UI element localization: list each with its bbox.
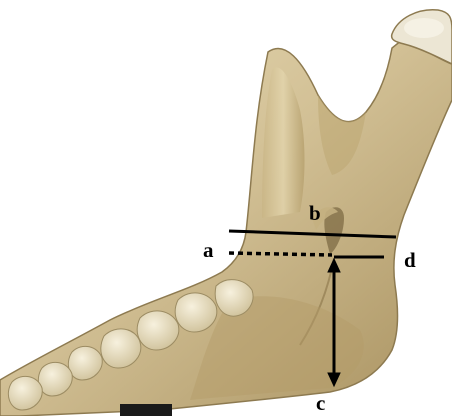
label-b: b — [309, 203, 321, 224]
molar-tooth — [137, 311, 179, 350]
molar-tooth — [215, 280, 253, 317]
label-c: c — [316, 393, 325, 414]
label-d: d — [404, 250, 416, 271]
molar-tooth — [175, 293, 217, 332]
bottom-shadow — [120, 404, 172, 416]
condyle-surface — [404, 18, 444, 38]
label-a: a — [203, 240, 214, 261]
